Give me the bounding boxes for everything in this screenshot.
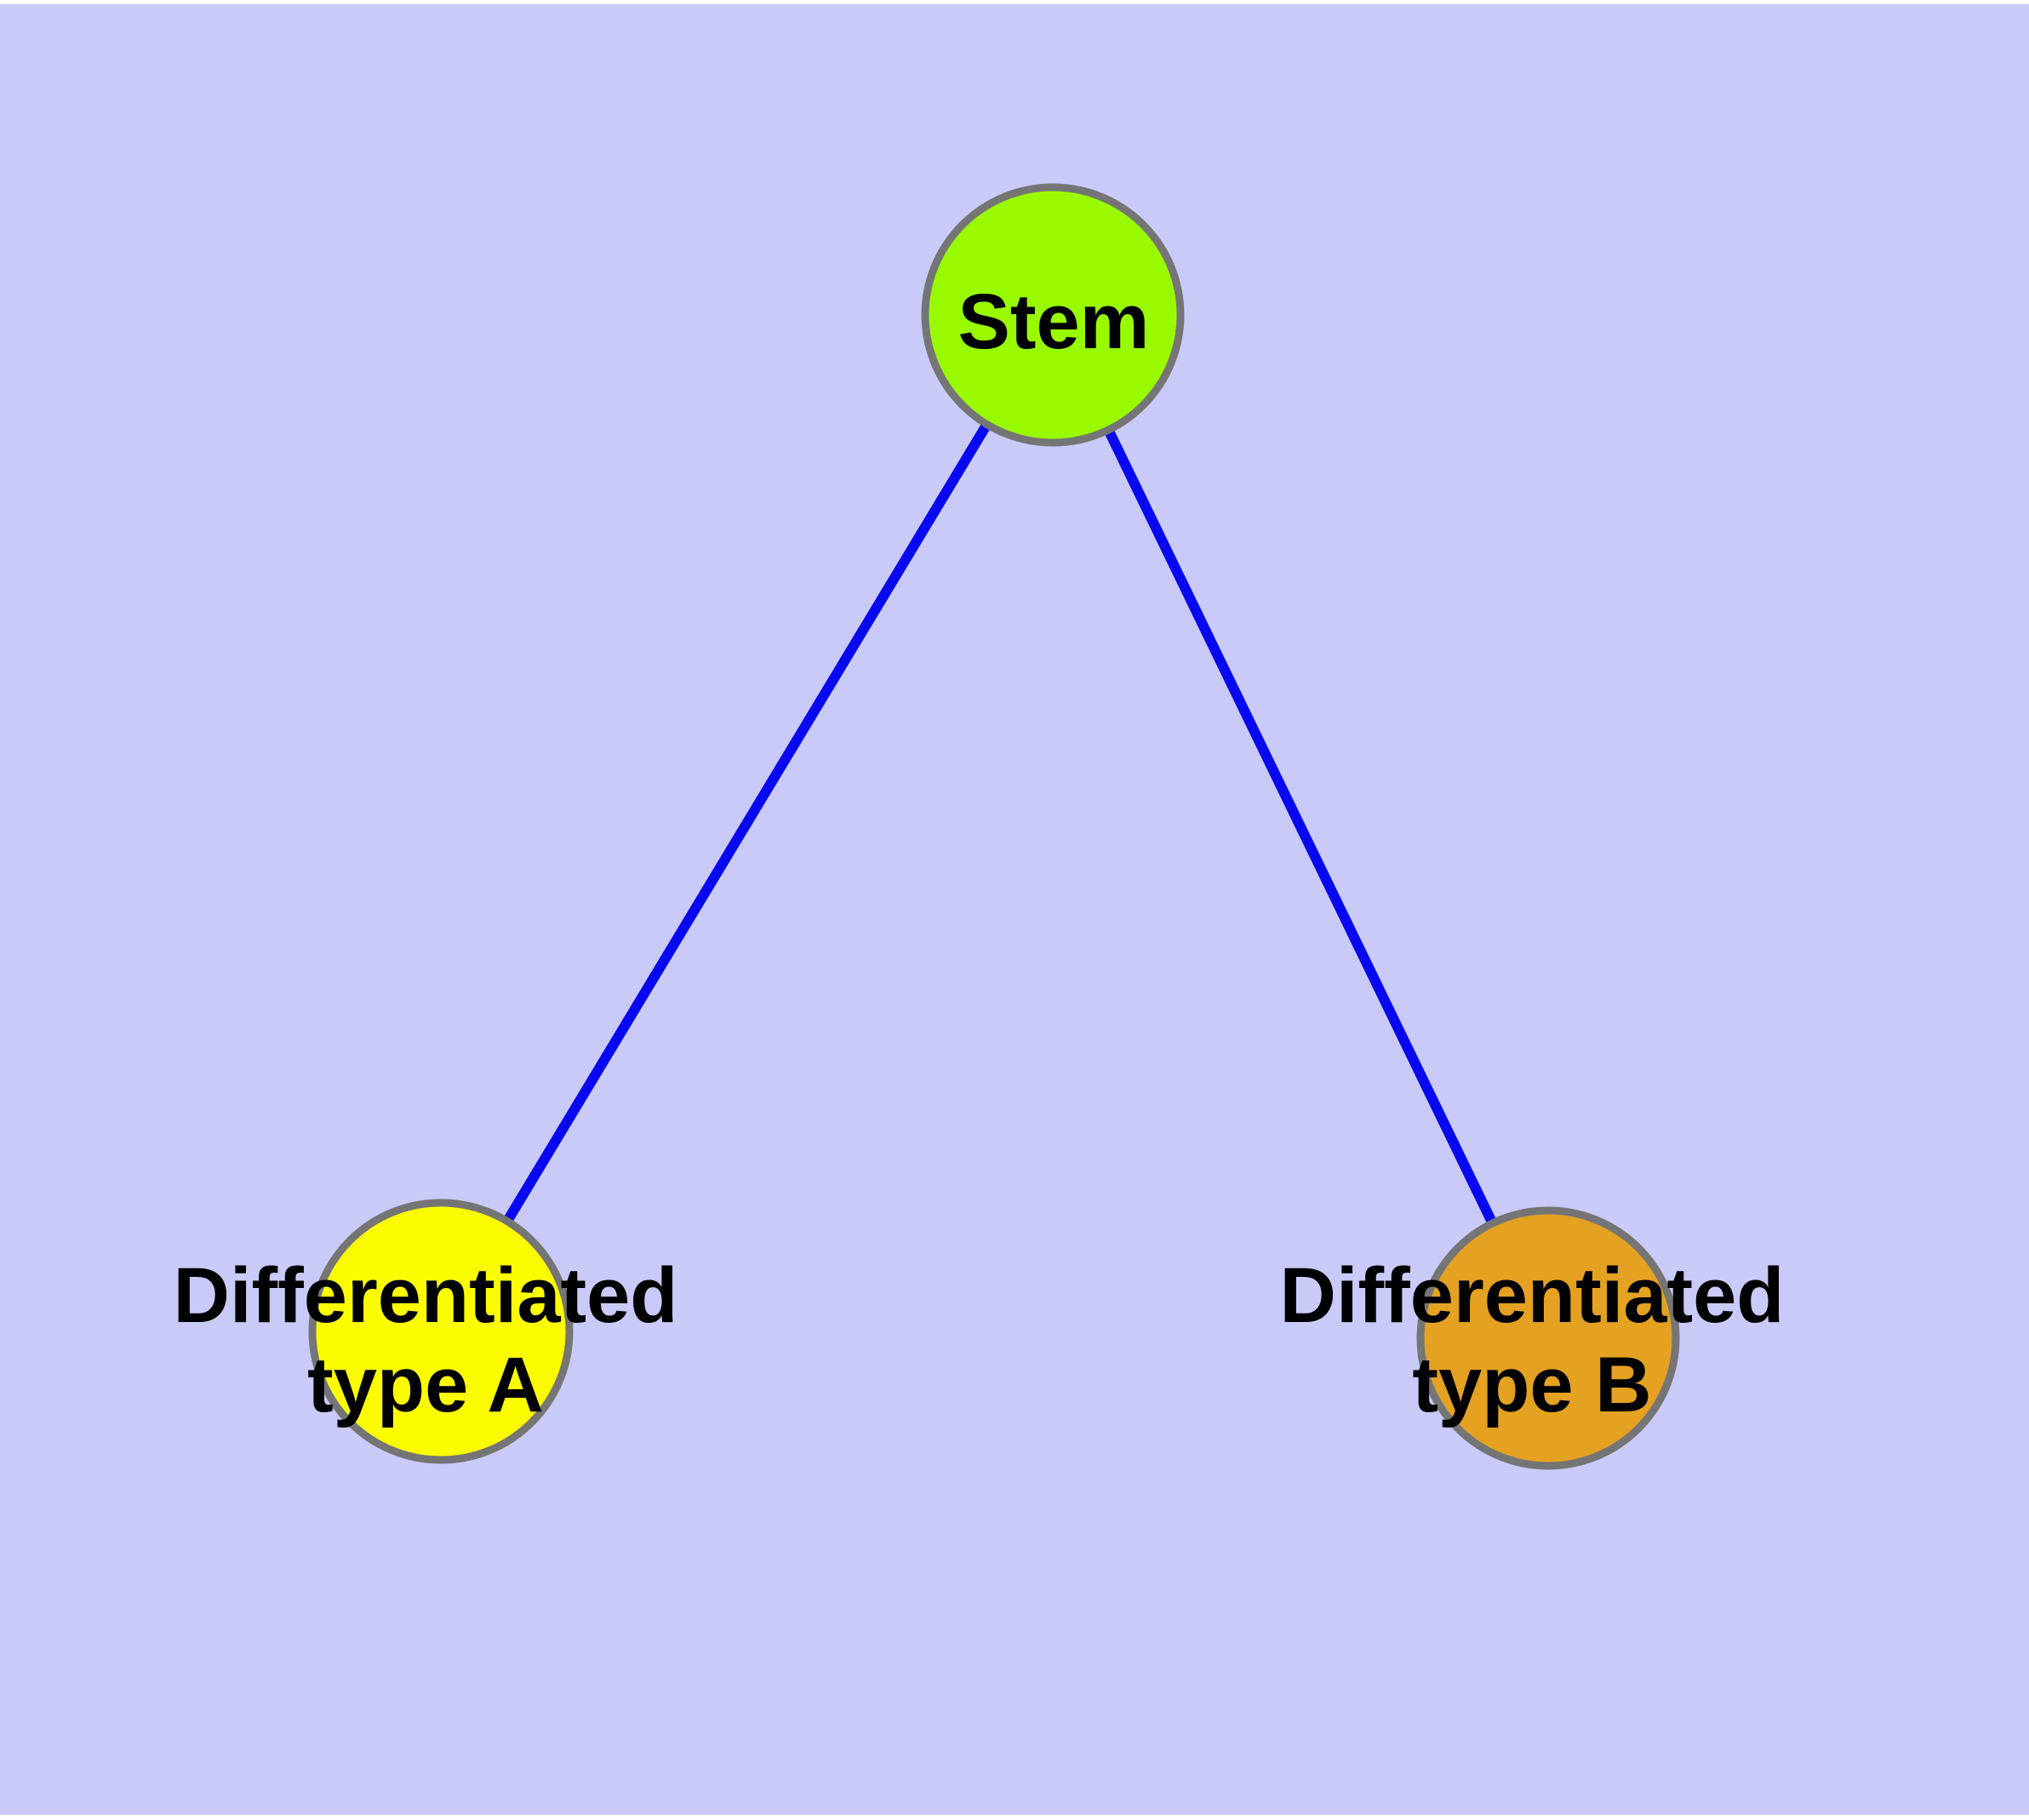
- node-type-a: [308, 1199, 574, 1464]
- edge-stem-to-type-a: [436, 312, 1058, 1335]
- node-type-b-label-line1: Differentiated: [1280, 1252, 1785, 1339]
- node-type-a-label-line1: Differentiated: [174, 1252, 678, 1339]
- node-type-b-label-line2: type B: [1412, 1342, 1651, 1428]
- node-type-a-label-line2: type A: [307, 1342, 544, 1428]
- node-type-b: [1416, 1206, 1680, 1470]
- node-stem: [921, 183, 1185, 447]
- node-stem-label: Stem: [958, 278, 1150, 365]
- edge-stem-to-type-b: [1048, 312, 1553, 1341]
